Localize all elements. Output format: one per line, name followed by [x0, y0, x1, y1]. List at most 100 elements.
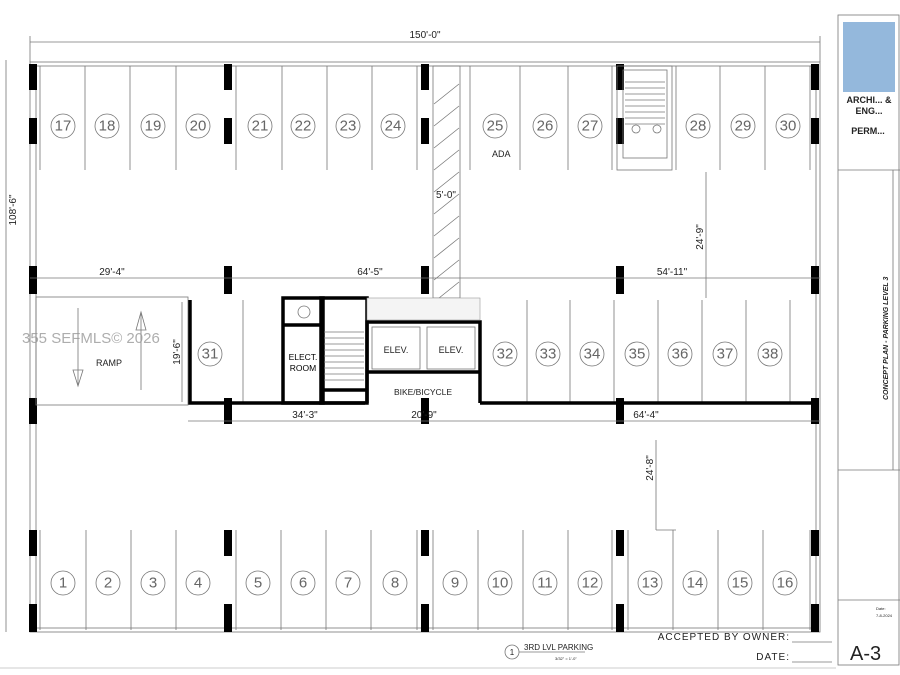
stall-number: 35 [629, 346, 646, 363]
column-pier [29, 530, 37, 556]
width-dim-label: 150'-0" [409, 30, 440, 41]
parking-stall: 32 [492, 341, 518, 367]
ramp: RAMP [35, 296, 189, 406]
parking-stall: 31 [197, 341, 223, 367]
stall-number-circle [535, 341, 561, 367]
column-pier [811, 604, 819, 632]
drawing-scale: 3/32" = 1'-0" [555, 656, 577, 661]
elev-label-1: ELEV. [384, 345, 409, 355]
parking-stall: 35 [624, 341, 650, 367]
stall-number-circle [335, 113, 361, 139]
column-pier [224, 64, 232, 90]
parking-stall: 28 [685, 113, 711, 139]
parking-stall: 26 [532, 113, 558, 139]
parking-stall: 7 [335, 570, 361, 596]
hatch-line [433, 105, 460, 127]
parking-stall: 16 [772, 570, 798, 596]
column-pier [616, 64, 624, 90]
parking-stall: 34 [579, 341, 605, 367]
stall-number: 38 [762, 346, 779, 363]
parking-stall: 6 [290, 570, 316, 596]
stall-number: 33 [540, 346, 557, 363]
stall-number: 16 [777, 575, 794, 592]
ada-label: ADA [492, 149, 511, 159]
column-pier [616, 530, 624, 556]
stall-number: 31 [202, 346, 219, 363]
stall-number-circle [380, 113, 406, 139]
stall-number-circle [290, 570, 316, 596]
stall-number-circle [442, 570, 468, 596]
sheet-title: CONCEPT PLAN - PARKING LEVEL 3 [883, 276, 890, 400]
hatch-line [433, 215, 460, 237]
stall-number: 23 [340, 118, 357, 135]
depth-dim-label: 108'-6" [8, 194, 19, 225]
stall-number-circle [50, 113, 76, 139]
column-pier [224, 530, 232, 556]
drawing-title-text: 3RD LVL PARKING [524, 643, 593, 652]
stall-number: 19 [145, 118, 162, 135]
parking-stall: 29 [730, 113, 756, 139]
column-pier [421, 266, 429, 294]
stall-number-circle [487, 570, 513, 596]
column-pier [811, 118, 819, 144]
dim-29-4: 29'-4" [99, 267, 125, 278]
stall-number: 21 [252, 118, 269, 135]
stall-number: 36 [672, 346, 689, 363]
stall-number: 9 [451, 575, 459, 592]
column-pier [224, 604, 232, 632]
parking-stall: 38 [757, 341, 783, 367]
column-pier [616, 398, 624, 424]
stall-number: 32 [497, 346, 514, 363]
parking-stall: 1 [50, 570, 76, 596]
core-walls [188, 296, 815, 405]
column-pier [616, 118, 624, 144]
dim-34-3: 34'-3" [292, 410, 318, 421]
hatch-line [433, 193, 460, 215]
mid-dimension-line: 29'-4" 64'-5" 54'-11" [30, 267, 820, 279]
stall-number: 27 [582, 118, 599, 135]
dim-64-5: 64'-5" [357, 267, 383, 278]
stair-top [616, 65, 673, 171]
drawing-number: 1 [510, 648, 515, 657]
stall-number: 15 [732, 575, 749, 592]
stall-number: 1 [59, 575, 67, 592]
drawing-title: 1 3RD LVL PARKING 3/32" = 1'-0" [504, 643, 593, 661]
column-pier [29, 398, 37, 424]
aisle-bottom-dim: 24'-8" [645, 455, 656, 481]
stall-depth-dimension: 19'-6" [172, 302, 183, 402]
stall-number-circle [757, 341, 783, 367]
parking-stall: 9 [442, 570, 468, 596]
parking-stall: 3 [140, 570, 166, 596]
column-pier [224, 398, 232, 424]
stall-number-circle [772, 570, 798, 596]
stall-number: 2 [104, 575, 112, 592]
stall-number-circle [685, 113, 711, 139]
stall-number-circle [185, 570, 211, 596]
stall-number-circle [492, 341, 518, 367]
stall-number: 4 [194, 575, 202, 592]
core-dimensions: 34'-3" 20'-9" 64'-4" [188, 410, 820, 422]
column-pier [29, 604, 37, 632]
parking-stall: 5 [245, 570, 271, 596]
date-field-value: 7-8-2024 [876, 613, 893, 618]
parking-stall: 4 [185, 570, 211, 596]
elev-label-2: ELEV. [439, 345, 464, 355]
parking-stall: 12 [577, 570, 603, 596]
stall-number-circle [532, 570, 558, 596]
parking-stall: 36 [667, 341, 693, 367]
ramp-label: RAMP [96, 358, 122, 368]
parking-stall: 19 [140, 113, 166, 139]
stall-number-circle [712, 341, 738, 367]
parking-stall: 10 [487, 570, 513, 596]
elevator-1 [371, 326, 421, 370]
parking-stall: 11 [532, 570, 558, 596]
parking-stall: 33 [535, 341, 561, 367]
stall-number-circle [95, 570, 121, 596]
stall-number: 18 [99, 118, 116, 135]
date-field-label: Date: [876, 606, 886, 611]
column-pier [421, 530, 429, 556]
column-pier [421, 64, 429, 90]
stall-number: 29 [735, 118, 752, 135]
stall-number-circle [775, 113, 801, 139]
